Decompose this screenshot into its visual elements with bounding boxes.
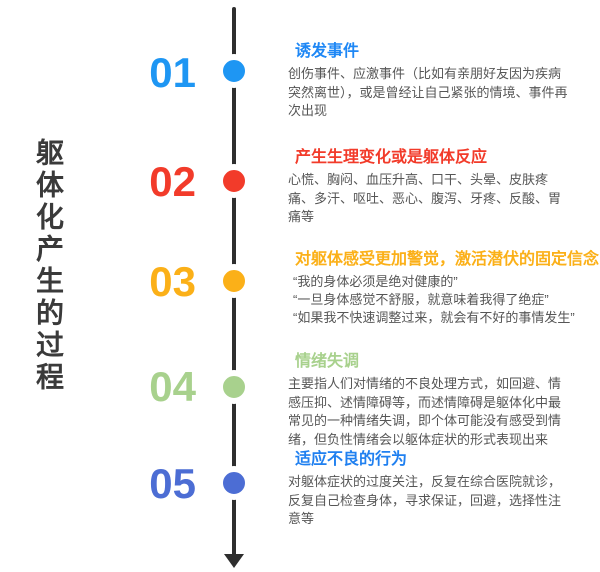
- step-number-05: 05: [149, 460, 196, 507]
- step-body: 对躯体症状的过度关注，反复在综合医院就诊，反复自己检查身体，寻求保证，回避，选择…: [288, 474, 562, 526]
- timeline-dot-03: [217, 264, 251, 298]
- arrow-down-icon: [224, 554, 244, 568]
- step-body: 创伤事件、应激事件（比如有亲朋好友因为疾病突然离世），或是曾经让自己紧张的情境、…: [288, 66, 568, 118]
- step-heading: 适应不良的行为: [295, 451, 408, 468]
- timeline-dot-02: [217, 164, 251, 198]
- step-heading: 产生生理变化或是躯体反应: [295, 149, 488, 166]
- step-number-02: 02: [149, 158, 196, 205]
- timeline-dot-04: [217, 370, 251, 404]
- step-block-05: 适应不良的行为 对躯体症状的过度关注，反复在综合医院就诊，反复自己检查身体，寻求…: [288, 450, 586, 529]
- step-number-03: 03: [149, 258, 196, 305]
- step-block-02: 产生生理变化或是躯体反应 心慌、胸闷、血压升高、口干、头晕、皮肤疼痛、多汗、呕吐…: [288, 148, 586, 227]
- step-body: 主要指人们对情绪的不良处理方式，如回避、情感压抑、述情障碍等，而述情障碍是躯体化…: [288, 376, 562, 447]
- step-heading: 诱发事件: [295, 43, 360, 60]
- step-number-04: 04: [149, 363, 196, 410]
- step-block-04: 情绪失调 主要指人们对情绪的不良处理方式，如回避、情感压抑、述情障碍等，而述情障…: [288, 352, 586, 449]
- step-heading: 对躯体感受更加警觉，激活潜伏的固定信念: [295, 251, 600, 268]
- step-body: 心慌、胸闷、血压升高、口干、头晕、皮肤疼痛、多汗、呕吐、恶心、腹泻、牙疼、反酸、…: [288, 172, 562, 224]
- step-heading: 情绪失调: [295, 353, 360, 370]
- step-number-01: 01: [149, 49, 196, 96]
- quote-line: “我的身体必须是绝对健康的”: [293, 274, 458, 289]
- step-block-03: 对躯体感受更加警觉，激活潜伏的固定信念 “我的身体必须是绝对健康的” “一旦身体…: [288, 250, 600, 327]
- timeline-dot-01: [217, 54, 251, 88]
- quote-line: “一旦身体感觉不舒服，就意味着我得了绝症”: [293, 292, 549, 307]
- step-block-01: 诱发事件 创伤事件、应激事件（比如有亲朋好友因为疾病突然离世），或是曾经让自己紧…: [288, 42, 586, 121]
- quote-line: “如果我不快速调整过来，就会有不好的事情发生”: [293, 310, 575, 325]
- timeline-dot-05: [217, 466, 251, 500]
- page-title: 躯体化产生的过程: [33, 138, 64, 394]
